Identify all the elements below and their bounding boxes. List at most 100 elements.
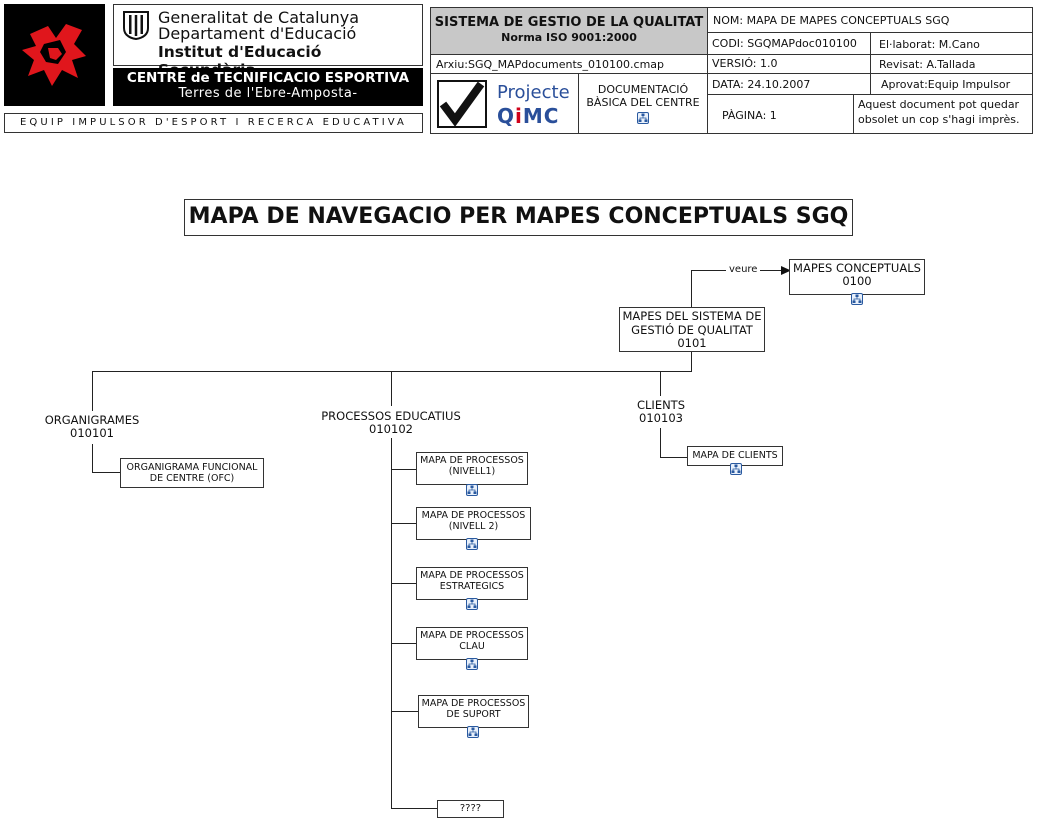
unknown-node[interactable]: ???? bbox=[437, 800, 504, 818]
concept-map-icon[interactable] bbox=[466, 658, 478, 670]
process-map-nivell1-node[interactable]: MAPA DE PROCESSOS (NIVELL1) bbox=[416, 452, 528, 485]
concept-map-icon[interactable] bbox=[466, 598, 478, 610]
process-map-line1: MAPA DE PROCESSOS bbox=[421, 510, 526, 521]
processos-name: PROCESSOS EDUCATIUS bbox=[321, 409, 461, 423]
arxiu-cell: Arxiu:SGQ_MAPdocuments_010100.cmap bbox=[431, 55, 708, 74]
documentacio-cell: DOCUMENTACIÓ BÀSICA DEL CENTRE bbox=[579, 74, 708, 134]
connector bbox=[391, 371, 392, 406]
process-map-line2: (NIVELL 2) bbox=[448, 521, 499, 532]
connector bbox=[660, 371, 661, 396]
obsolet-line1: Aquest document pot quedar bbox=[858, 98, 1020, 111]
clients-name: CLIENTS bbox=[636, 398, 686, 412]
aprovat-label: Aprovat:Equip Impulsor bbox=[881, 78, 1011, 91]
connector bbox=[691, 352, 692, 371]
documentacio-line1: DOCUMENTACIÓ bbox=[597, 83, 689, 96]
obsolet-line2: obsolet un cop s'hagi imprès. bbox=[858, 113, 1020, 126]
connector bbox=[391, 438, 392, 809]
organigrama-funcional-node[interactable]: ORGANIGRAMA FUNCIONAL DE CENTRE (OFC) bbox=[120, 458, 264, 488]
connector bbox=[391, 583, 416, 584]
system-title: SISTEMA DE GESTIO DE LA QUALITAT bbox=[434, 15, 704, 30]
organigrames-code: 010101 bbox=[70, 426, 114, 440]
arxiu-label: Arxiu:SGQ_MAPdocuments_010100.cmap bbox=[436, 58, 665, 71]
equip-banner: EQUIP IMPULSOR D'ESPORT I RECERCA EDUCAT… bbox=[4, 113, 423, 133]
projecte-label: Projecte bbox=[497, 82, 570, 103]
connector bbox=[660, 457, 687, 458]
centre-banner: CENTRE de TECNIFICACIO ESPORTIVA Terres … bbox=[113, 68, 423, 106]
link-label-veure: veure bbox=[726, 264, 761, 275]
process-map-suport-node[interactable]: MAPA DE PROCESSOS DE SUPORT bbox=[418, 695, 529, 728]
versio-cell: VERSIÓ: 1.0 bbox=[708, 55, 871, 74]
mapa-clients-text: MAPA DE CLIENTS bbox=[692, 450, 778, 461]
connector bbox=[391, 711, 418, 712]
generalitat-box: Generalitat de Catalunya Departament d'E… bbox=[113, 4, 423, 79]
generalitat-line: Generalitat de Catalunya bbox=[158, 8, 360, 27]
diagram-title: MAPA DE NAVEGACIO PER MAPES CONCEPTUALS … bbox=[184, 199, 853, 236]
concept-map-icon[interactable] bbox=[466, 538, 478, 550]
doc-info-table: SISTEMA DE GESTIO DE LA QUALITAT Norma I… bbox=[430, 7, 1033, 134]
connector bbox=[92, 444, 93, 472]
versio-label: VERSIÓ: 1.0 bbox=[712, 57, 778, 70]
aprovat-cell: Aprovat:Equip Impulsor bbox=[871, 74, 1033, 95]
pagina-label: PÀGINA: 1 bbox=[722, 109, 777, 122]
connector bbox=[92, 472, 121, 473]
process-map-line1: MAPA DE PROCESSOS bbox=[420, 570, 524, 581]
data-cell: DATA: 24.10.2007 bbox=[708, 74, 871, 95]
connector bbox=[660, 428, 661, 457]
nom-cell: NOM: MAPA DE MAPES CONCEPTUALS SGQ bbox=[708, 8, 1033, 33]
root-node[interactable]: MAPES DEL SISTEMA DE GESTIÓ DE QUALITAT … bbox=[619, 307, 765, 352]
concept-map-icon[interactable] bbox=[637, 112, 649, 124]
obsolet-cell: Aquest document pot quedar obsolet un co… bbox=[854, 95, 1033, 134]
connector bbox=[391, 808, 437, 809]
codi-label: CODI: SGQMAPdoc010100 bbox=[712, 37, 857, 50]
root-code: 0101 bbox=[677, 336, 707, 350]
process-map-clau-node[interactable]: MAPA DE PROCESSOS CLAU bbox=[416, 627, 528, 660]
process-map-line2: DE SUPORT bbox=[446, 709, 501, 720]
concept-map-icon[interactable] bbox=[466, 484, 478, 496]
processos-label[interactable]: PROCESSOS EDUCATIUS 010102 bbox=[315, 410, 467, 436]
equip-text: EQUIP IMPULSOR D'ESPORT I RECERCA EDUCAT… bbox=[20, 117, 407, 128]
concept-map-icon[interactable] bbox=[730, 463, 742, 475]
pagina-cell: PÀGINA: 1 bbox=[708, 95, 854, 134]
organigrama-line2: DE CENTRE (OFC) bbox=[149, 473, 235, 484]
mapes-conceptuals-code: 0100 bbox=[842, 274, 872, 288]
connector bbox=[391, 523, 416, 524]
arrowhead-icon bbox=[781, 266, 791, 275]
connector bbox=[92, 371, 93, 411]
star-logo-icon bbox=[4, 4, 105, 106]
connector bbox=[691, 270, 692, 307]
diagram-title-text: MAPA DE NAVEGACIO PER MAPES CONCEPTUALS … bbox=[188, 204, 849, 229]
process-map-line2: CLAU bbox=[459, 641, 485, 652]
process-map-line2: (NIVELL1) bbox=[448, 466, 496, 477]
process-map-line1: MAPA DE PROCESSOS bbox=[420, 630, 524, 641]
organigrames-label[interactable]: ORGANIGRAMES 010101 bbox=[36, 414, 148, 440]
concept-map-icon[interactable] bbox=[467, 726, 479, 738]
process-map-nivell2-node[interactable]: MAPA DE PROCESSOS (NIVELL 2) bbox=[416, 507, 531, 540]
revisat-label: Revisat: A.Tallada bbox=[879, 58, 976, 71]
data-label: DATA: 24.10.2007 bbox=[712, 78, 811, 91]
elaborat-label: El·laborat: M.Cano bbox=[879, 38, 980, 51]
organigrames-name: ORGANIGRAMES bbox=[44, 413, 140, 427]
process-map-line2: ESTRATEGICS bbox=[439, 581, 505, 592]
mapes-conceptuals-name: MAPES CONCEPTUALS bbox=[793, 261, 921, 275]
process-map-line1: MAPA DE PROCESSOS bbox=[421, 698, 526, 709]
connector bbox=[391, 469, 416, 470]
codi-cell: CODI: SGQMAPdoc010100 bbox=[708, 33, 871, 55]
projecte-cell: Projecte QiMC bbox=[431, 74, 579, 134]
documentacio-line2: BÀSICA DEL CENTRE bbox=[586, 96, 700, 109]
organigrama-line1: ORGANIGRAMA FUNCIONAL bbox=[126, 462, 258, 473]
connector bbox=[92, 371, 692, 372]
qimc-label: QiMC bbox=[497, 104, 559, 128]
process-map-line1: MAPA DE PROCESSOS bbox=[420, 455, 524, 466]
root-line2: GESTIÓ DE QUALITAT bbox=[631, 322, 753, 337]
process-map-estrategics-node[interactable]: MAPA DE PROCESSOS ESTRATEGICS bbox=[416, 567, 528, 600]
mapes-conceptuals-node[interactable]: MAPES CONCEPTUALS 0100 bbox=[789, 259, 925, 295]
concept-map-icon[interactable] bbox=[851, 293, 863, 305]
qimc-q: Q bbox=[497, 104, 516, 128]
processos-code: 010102 bbox=[369, 422, 413, 436]
departament-line: Departament d'Educació bbox=[158, 24, 357, 43]
qimc-mc: MC bbox=[522, 104, 560, 128]
unknown-text: ???? bbox=[459, 803, 482, 814]
clients-code: 010103 bbox=[639, 411, 683, 425]
clients-label[interactable]: CLIENTS 010103 bbox=[626, 399, 696, 425]
qimc-i: i bbox=[515, 104, 523, 128]
